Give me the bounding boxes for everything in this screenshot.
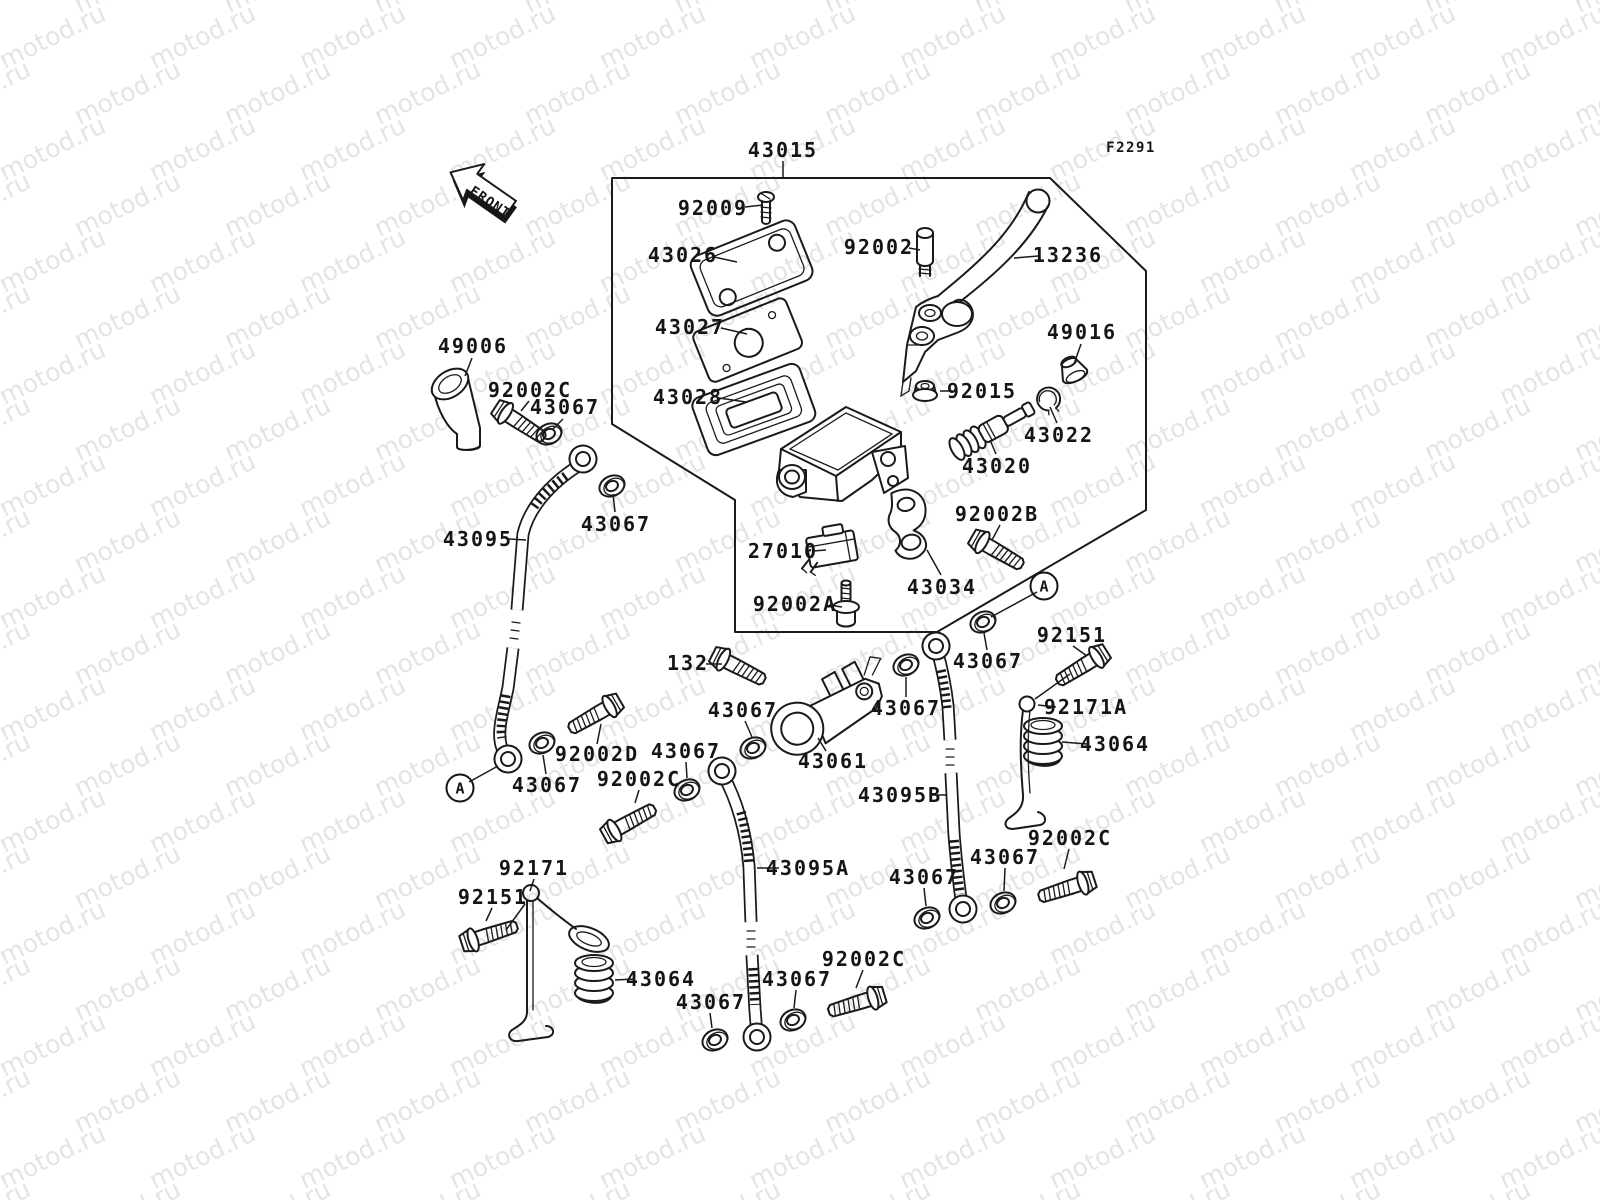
seal-43067 bbox=[697, 1024, 733, 1056]
pivot-bolt-92002 bbox=[916, 227, 934, 277]
wire-clip-92171A bbox=[1004, 695, 1046, 830]
brake-hose-43095 bbox=[491, 440, 602, 776]
brake-hose-43095A bbox=[704, 753, 772, 1052]
reservoir-cap-43026 bbox=[689, 219, 814, 317]
lever-nut-92015 bbox=[912, 380, 938, 402]
seal-43067 bbox=[888, 649, 924, 681]
bolt-132 bbox=[706, 642, 771, 693]
leader-lines bbox=[464, 161, 1088, 1029]
clamp-holder-43034 bbox=[887, 488, 927, 560]
piston-set-43020 bbox=[948, 401, 1036, 461]
seal-43067 bbox=[594, 470, 630, 502]
bolt-92002C-bottom bbox=[824, 982, 889, 1025]
bolt-92151-left bbox=[457, 913, 522, 957]
cap-screw-92009 bbox=[757, 191, 775, 225]
boot-49016 bbox=[1060, 355, 1089, 385]
seal-43067 bbox=[735, 732, 771, 764]
seal-43067 bbox=[985, 887, 1021, 919]
master-cylinder-body bbox=[775, 406, 909, 502]
seal-43067 bbox=[531, 418, 567, 450]
bolt-92002D bbox=[562, 689, 627, 741]
brake-switch-27010 bbox=[800, 523, 859, 576]
brake-hose-43095B bbox=[919, 629, 981, 927]
circlip-43022 bbox=[1032, 383, 1066, 418]
bolt-92002C-top bbox=[487, 395, 552, 450]
junction-43061 bbox=[770, 656, 883, 756]
seal-43067 bbox=[524, 727, 560, 759]
bolt-92002A bbox=[832, 579, 860, 628]
bolt-92002B bbox=[965, 525, 1030, 577]
diaphragm-plate-43027 bbox=[692, 297, 803, 383]
wire-clip-92171 bbox=[508, 884, 610, 1043]
seal-43067 bbox=[775, 1004, 811, 1036]
bolt-92151-right bbox=[1050, 639, 1115, 693]
seal-43067 bbox=[909, 902, 945, 934]
bolt-92002C-lower-right bbox=[1034, 866, 1099, 910]
spring-43064-right bbox=[1023, 717, 1063, 767]
bolt-92002C-left bbox=[597, 796, 662, 848]
front-arrow: FRONT bbox=[449, 163, 517, 224]
brake-lever-13236 bbox=[900, 188, 1051, 398]
diaphragm-43028 bbox=[691, 362, 817, 457]
elbow-49006 bbox=[430, 367, 481, 451]
seal-43067 bbox=[669, 774, 705, 806]
spring-43064-bottom bbox=[574, 954, 614, 1004]
